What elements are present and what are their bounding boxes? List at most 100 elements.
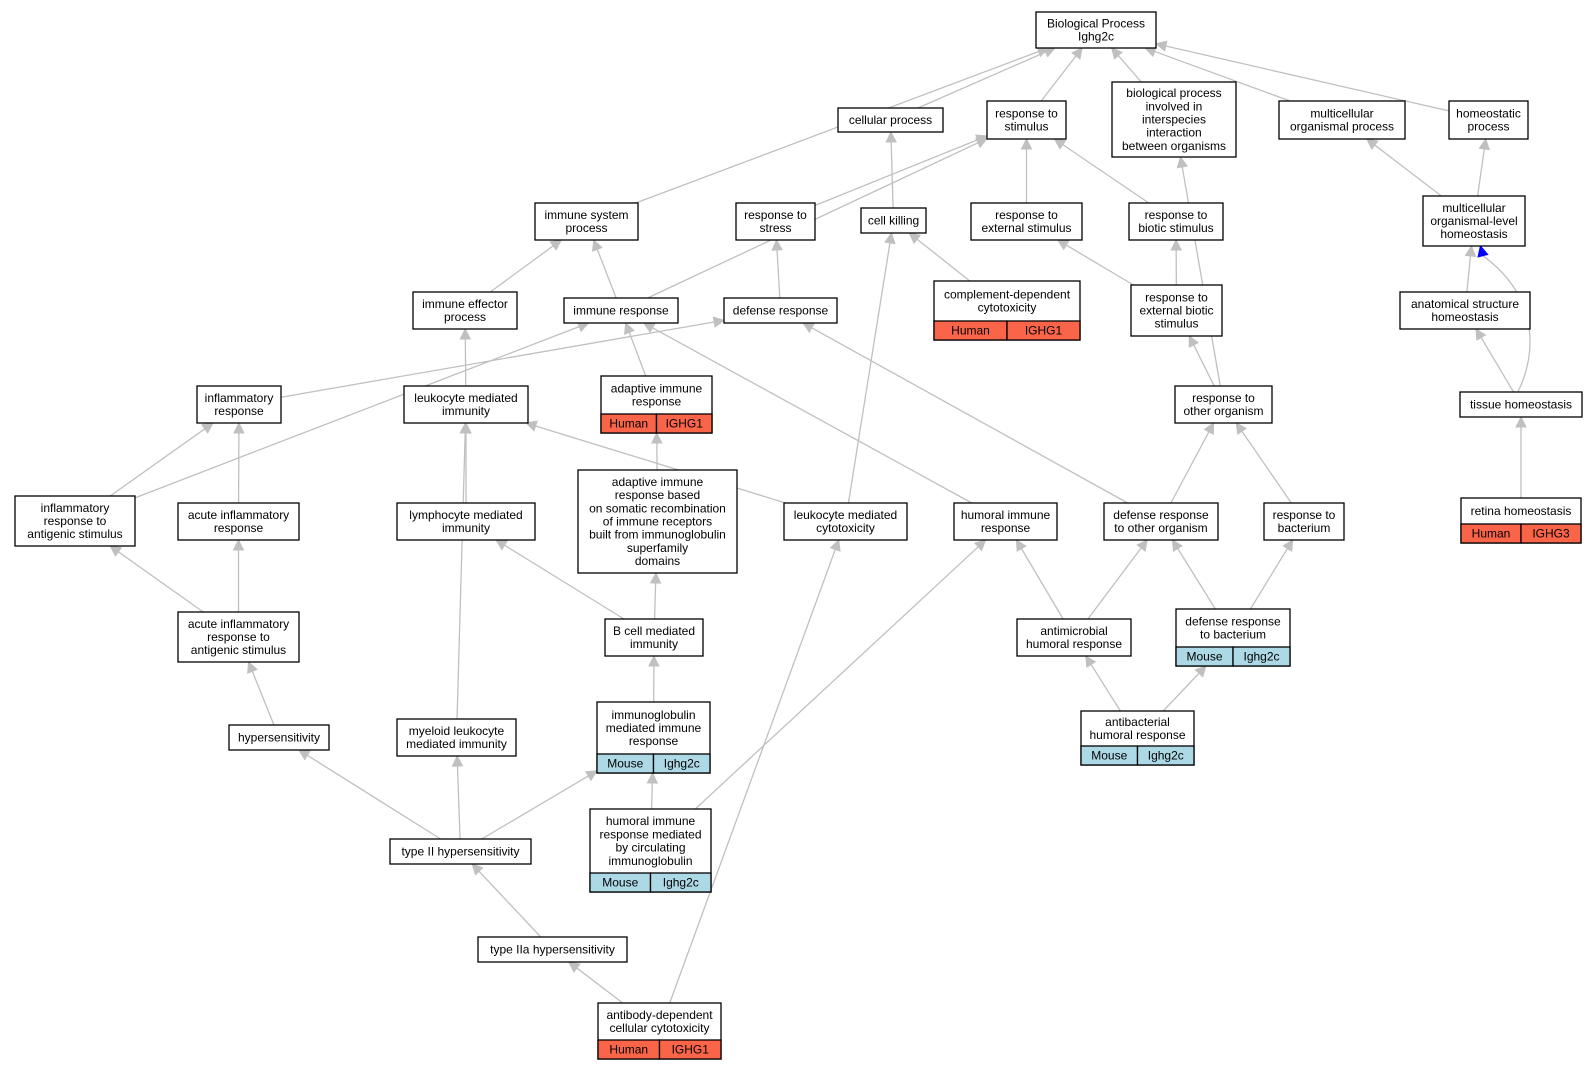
node-type-ii-hypersensitivity[interactable]: type II hypersensitivity	[389, 838, 532, 865]
edge-adaptive-immune-response-somatic-to-adaptive-immune-response	[651, 431, 663, 471]
node-label-line: antimicrobial	[1040, 624, 1107, 638]
edge-type-ii-hypersensitivity-to-myeloid-leukocyte-mediated-immunity	[451, 754, 464, 840]
node-label-line: homeostatic	[1456, 106, 1521, 120]
edge-arrowhead	[623, 321, 635, 335]
node-label-line: multicellular	[1310, 106, 1373, 120]
node-label-line: hypersensitivity	[238, 731, 320, 745]
edge-acute-inflammatory-response-to-antigenic-stimulus-to-inflammatory-response-to-antigenic-stimulus	[109, 545, 204, 613]
edge-acute-inflammatory-response-to-antigenic-stimulus-to-acute-inflammatory-response	[232, 538, 245, 612]
node-box	[534, 202, 639, 241]
node-box	[477, 936, 628, 963]
node-tissue-homeostasis[interactable]: tissue homeostasis	[1459, 391, 1583, 418]
edge-line	[1062, 144, 1150, 204]
edge-arrowhead	[459, 327, 472, 340]
node-label-line: homeostasis	[1440, 227, 1507, 241]
edge-line	[1154, 50, 1291, 102]
edge-response-to-external-stimulus-to-response-to-stimulus	[1020, 137, 1033, 203]
species-label: Human	[609, 417, 648, 431]
edge-line	[890, 141, 894, 209]
edge-line	[1090, 664, 1121, 712]
node-box	[1035, 11, 1157, 49]
edge-line	[917, 51, 1047, 109]
node-defense-response[interactable]: defense response	[723, 297, 838, 324]
node-box	[1422, 195, 1526, 247]
node-label-line: immune response	[573, 304, 669, 318]
node-immune-response[interactable]: immune response	[563, 297, 679, 324]
edge-line	[653, 582, 657, 620]
node-hypersensitivity[interactable]: hypersensitivity	[228, 724, 330, 751]
node-label-line: homeostasis	[1431, 310, 1498, 324]
edge-line	[576, 967, 624, 1004]
node-label-line: external stimulus	[981, 221, 1071, 235]
node-label-line: external biotic	[1139, 304, 1213, 318]
species-label: Mouse	[602, 876, 638, 890]
gene-label: IGHG3	[1532, 527, 1570, 541]
edge-type-ii-hypersensitivity-to-hypersensitivity	[297, 749, 441, 840]
node-label-line: stimulus	[1004, 120, 1048, 134]
edge-line	[694, 546, 979, 810]
node-label-line: acute inflammatory	[188, 617, 289, 631]
edge-line	[456, 432, 466, 720]
edge-tissue-homeostasis-to-anatomical-structure-homeostasis	[1475, 328, 1515, 393]
node-cellular-process[interactable]: cellular process	[837, 107, 944, 133]
node-box	[1016, 618, 1132, 657]
node-cell-killing[interactable]: cell killing	[860, 207, 927, 234]
edge-line	[1193, 344, 1215, 387]
edge-arrowhead	[232, 538, 245, 551]
node-label-line: immune effector	[422, 297, 508, 311]
node-label-line: immunoglobulin	[611, 708, 695, 722]
edge-inflammatory-response-to-antigenic-stimulus-to-inflammatory-response	[109, 422, 214, 497]
edge-arrowhead	[1085, 655, 1097, 668]
node-label-line: organismal-level	[1430, 214, 1517, 228]
edge-line	[134, 325, 580, 499]
node-box	[1111, 81, 1237, 158]
edge-complement-dependent-cytotoxicity-to-cell-killing	[908, 232, 971, 282]
edge-homeostatic-process-to-root	[1154, 40, 1450, 112]
node-type-iia-hypersensitivity[interactable]: type IIa hypersensitivity	[477, 936, 628, 963]
node-label-line: built from immunoglobulin	[589, 528, 726, 542]
node-label-line: cytotoxicity	[816, 521, 875, 535]
edge-arrowhead	[451, 754, 464, 767]
edge-leukocyte-mediated-cytotoxicity-to-cell-killing	[847, 231, 896, 504]
edge-multicellular-organismal-homeostasis-to-homeostatic-process	[1476, 137, 1491, 197]
edge-defense-response-to-bacterium-to-defense-response-to-other-organism	[1171, 539, 1216, 610]
node-label-line: antibody-dependent	[606, 1008, 713, 1022]
species-cell-bg	[1006, 320, 1081, 341]
